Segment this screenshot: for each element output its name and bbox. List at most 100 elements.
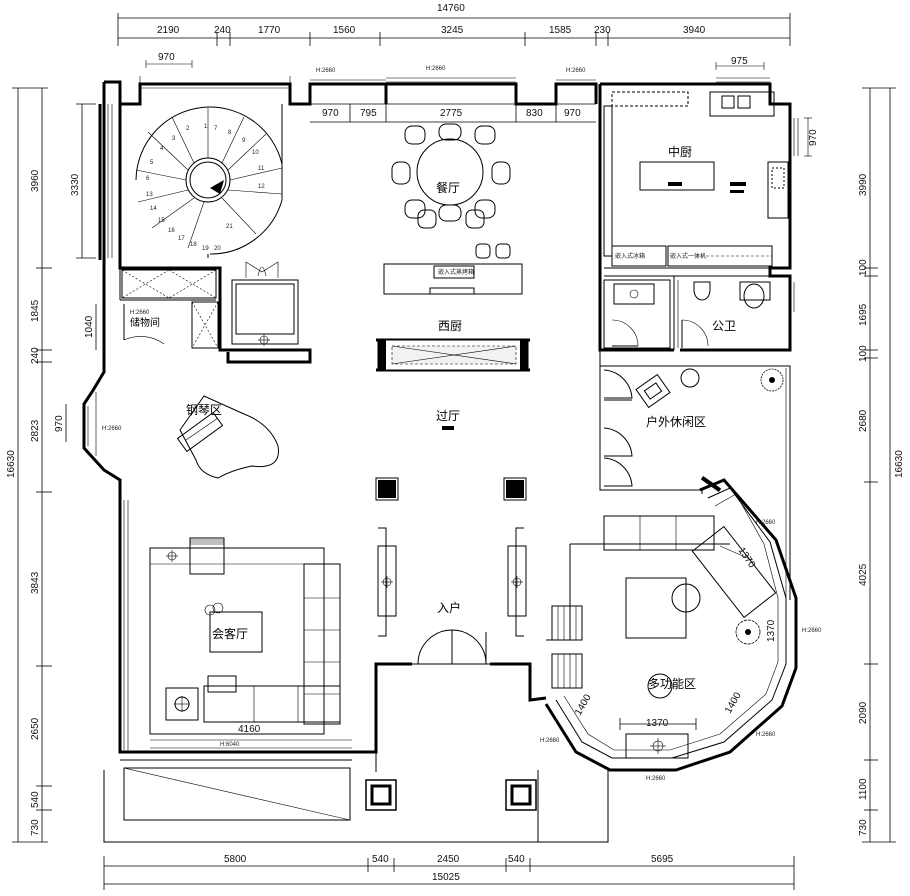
left-dim-3: 240 [30, 347, 41, 364]
right-dim-1: 3990 [858, 173, 869, 196]
left-dim-7: 540 [30, 791, 41, 808]
potted-plant [760, 368, 784, 392]
room-label-piano: 钢琴区 [186, 403, 222, 417]
room-label-public-wc: 公卫 [712, 319, 736, 333]
bottom-total-dimension: 15025 [432, 872, 460, 883]
dining-window-dims: 970 795 2775 830 970 [310, 103, 596, 123]
height-labels: H:2660 H:2660 H:2660 H:2660 H:2660 H:266… [102, 66, 822, 782]
top-dim-1: 2190 [157, 25, 180, 36]
height-label: H:2660 [802, 628, 822, 634]
living-width-dimension: 4160 [238, 724, 261, 735]
entrance-door[interactable] [412, 629, 490, 665]
stair-step-label: 7 [214, 126, 218, 132]
top-dim-2: 240 [214, 25, 231, 36]
left-dim-4: 2823 [30, 419, 41, 442]
stair-step-label: 6 [146, 176, 150, 182]
height-label: H:2660 [646, 776, 666, 782]
left-dim-5: 3843 [30, 571, 41, 594]
entry-cabinet [231, 261, 299, 346]
exterior-walls: 970 975 [82, 52, 819, 843]
room-label-outdoor: 户外休闲区 [646, 414, 706, 429]
left-inner-dim-1: 3330 [70, 173, 81, 196]
piano [176, 395, 279, 479]
right-dim-2: 100 [858, 259, 869, 276]
bottom-dim-1: 5800 [224, 854, 247, 865]
left-total-dimension: 16630 [6, 450, 17, 478]
left-dim-8: 730 [30, 819, 41, 836]
stair-step-label: 12 [258, 184, 265, 190]
height-label: H:2660 [102, 426, 122, 432]
left-inner-dim-2: 1040 [84, 315, 95, 338]
right-dim-9: 730 [858, 819, 869, 836]
stair-step-label: 14 [150, 206, 157, 212]
spiral-staircase: 1 2 3 4 5 6 7 8 9 10 11 12 13 14 15 16 1… [135, 104, 283, 258]
stair-step-label: 3 [172, 136, 176, 142]
top-dim-4: 1560 [333, 25, 356, 36]
bay-dimension: 1370 [766, 619, 777, 642]
bottom-dim-5: 5695 [651, 854, 674, 865]
left-dimension-chain: 16630 3960 1845 240 2823 3843 2650 540 7… [6, 87, 97, 843]
height-label: H:2660 [130, 310, 150, 316]
stair-step-label: 11 [258, 166, 265, 172]
height-label: H:2660 [756, 732, 776, 738]
dining-table [391, 123, 511, 229]
right-dim-5: 2680 [858, 409, 869, 432]
room-label-western-kitchen: 西厨 [438, 319, 462, 333]
multi-function-furniture [546, 515, 777, 759]
height-label: H:2660 [566, 68, 586, 74]
top-dim-6: 1585 [549, 25, 572, 36]
outdoor-fixtures [603, 368, 784, 492]
room-label-hallway: 过厅 [436, 409, 460, 423]
left-dim-2: 1845 [30, 299, 41, 322]
height-label: H:2660 [540, 738, 560, 744]
appliance-label: 嵌入式一体机 [670, 252, 706, 260]
bottom-dimension-chain: 5800 540 2450 540 5695 15025 [103, 854, 795, 890]
stair-step-label: 4 [160, 146, 164, 152]
right-total-dimension: 16630 [894, 450, 905, 478]
stair-step-label: 9 [242, 138, 246, 144]
height-label: H:2660 [316, 68, 336, 74]
right-dim-7: 2090 [858, 701, 869, 724]
column-bottom-right [505, 779, 537, 811]
kitchen-cabinets: 嵌入式冰箱 嵌入式一体机 [603, 91, 789, 267]
window-dim: 2775 [440, 108, 463, 119]
top-dim-3: 1770 [258, 25, 281, 36]
fridge-label: 嵌入式冰箱 [615, 252, 645, 260]
room-label-storage: 储物间 [130, 316, 160, 329]
island-counter: 嵌入式蒸烤箱 [383, 243, 523, 295]
stair-step-label: 20 [214, 246, 221, 252]
window-dim: 970 [564, 108, 581, 119]
window-dim: 795 [360, 108, 377, 119]
stair-step-label: 10 [252, 150, 259, 156]
left-dim-6: 2650 [30, 717, 41, 740]
entrance-consoles [377, 527, 527, 637]
window-dim-tr: 975 [731, 56, 748, 67]
stair-step-label: 16 [168, 228, 175, 234]
room-label-chinese-kitchen: 中厨 [668, 144, 692, 159]
height-label: H:6040 [220, 742, 240, 748]
room-label-dining: 餐厅 [436, 180, 460, 195]
stair-step-label: 15 [158, 218, 165, 224]
hall-pillar-left [375, 477, 399, 501]
bay-dimension: 1400 [573, 692, 594, 717]
right-dim-6: 4025 [858, 563, 869, 586]
storage-cabinets [121, 269, 219, 349]
stair-step-label: 17 [178, 236, 185, 242]
bay-dimension: 1370 [736, 546, 758, 571]
stair-step-label: 1 [204, 124, 208, 130]
right-dim-8: 1100 [858, 778, 869, 800]
bathroom-fixtures [603, 279, 771, 349]
top-dim-5: 3245 [441, 25, 464, 36]
western-kitchen-counter [377, 339, 529, 371]
living-room-furniture [149, 537, 341, 735]
right-dim-3: 1695 [858, 303, 869, 326]
stair-step-label: 2 [186, 126, 190, 132]
stair-step-label: 21 [226, 224, 233, 230]
stair-step-label: 13 [146, 192, 153, 198]
bottom-dim-3: 2450 [437, 854, 460, 865]
top-dim-8: 3940 [683, 25, 706, 36]
top-total-dimension: 14760 [437, 3, 465, 14]
stair-step-label: 8 [228, 130, 232, 136]
stair-step-label: 19 [202, 246, 209, 252]
left-dim-1: 3960 [30, 169, 41, 192]
